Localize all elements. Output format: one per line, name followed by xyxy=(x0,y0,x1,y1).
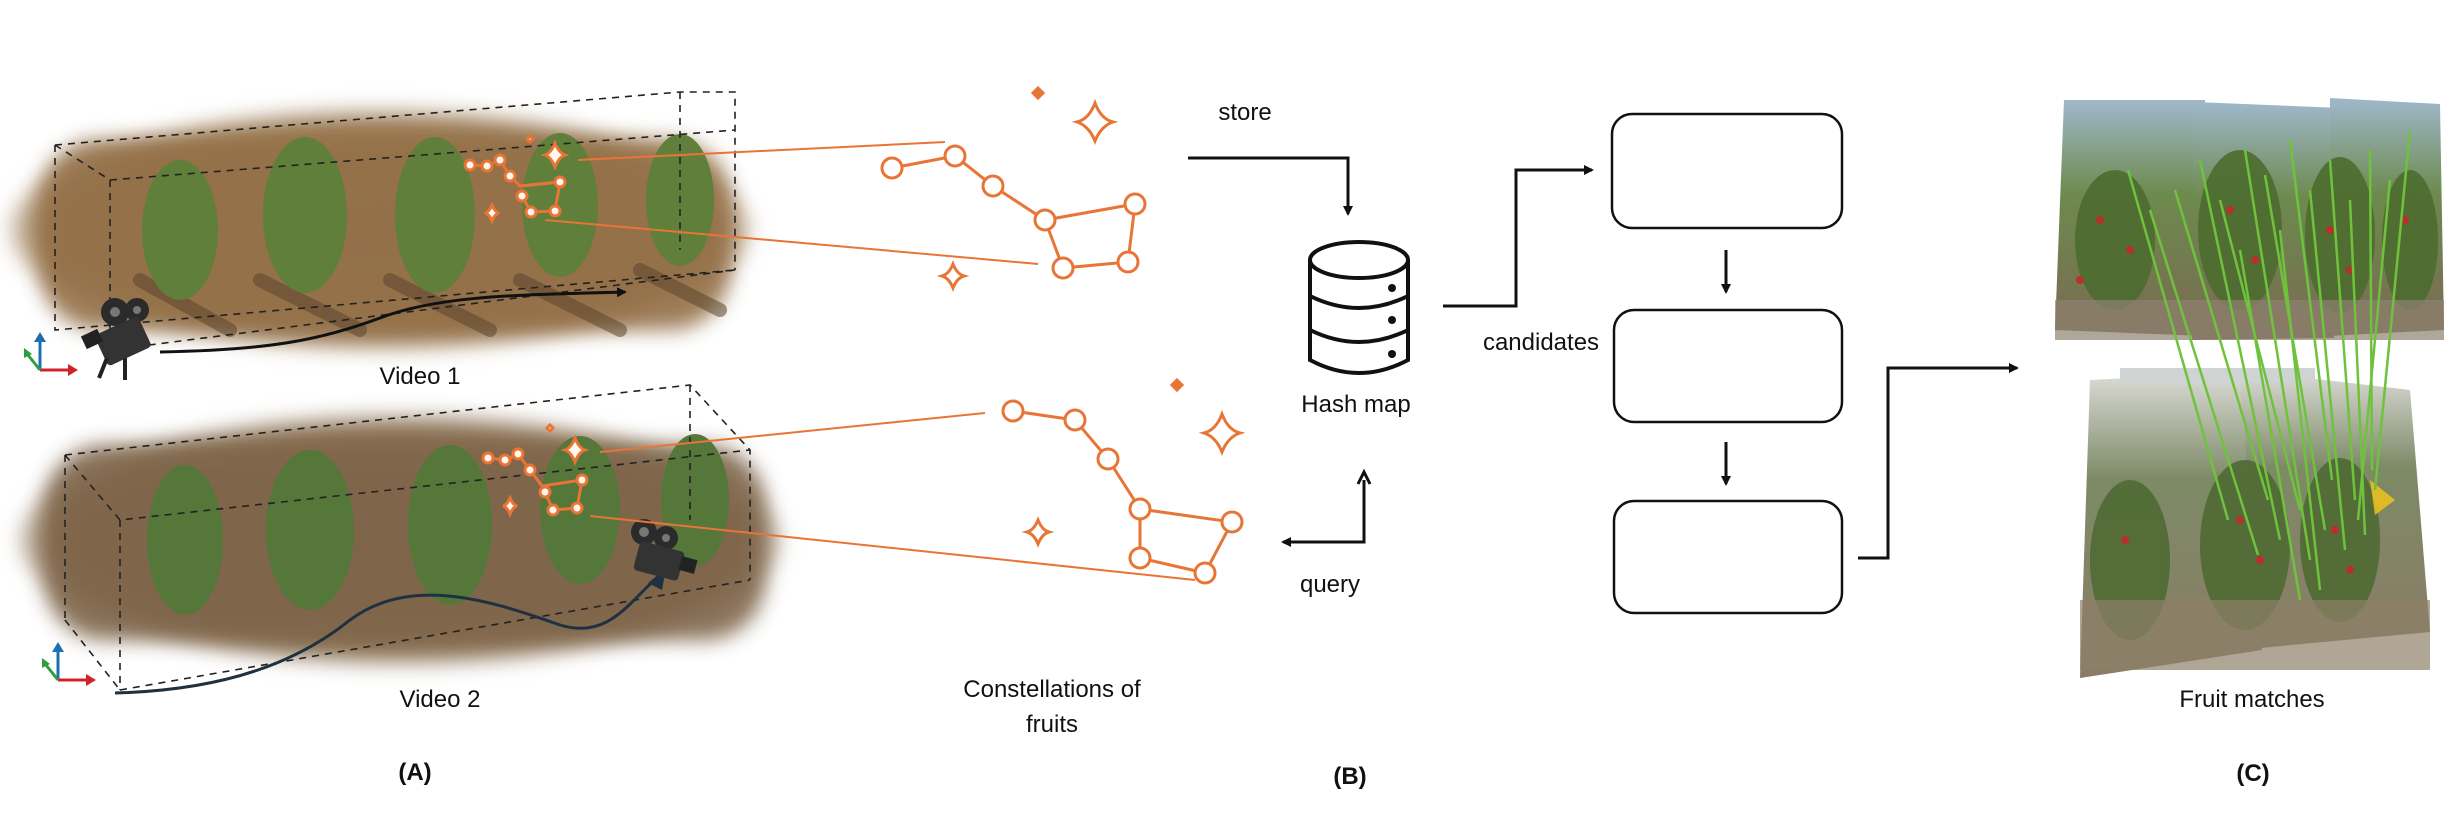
fruit-node xyxy=(1001,399,1025,423)
sparkle-icon xyxy=(484,201,500,225)
sparkle-icon xyxy=(1169,377,1185,393)
panel-c-label: (C) xyxy=(2236,760,2269,787)
bottom-photo-mosaic xyxy=(2080,368,2430,678)
sparkle-icon xyxy=(544,422,556,434)
sparkle-icon xyxy=(1071,98,1119,146)
sparkle-icon xyxy=(1021,515,1055,549)
database-icon xyxy=(1308,240,1410,375)
match-lines xyxy=(2126,129,2412,601)
candidates-arrow xyxy=(1443,165,1594,308)
video2-fruit-constellation xyxy=(481,422,590,518)
fruit-node xyxy=(981,174,1005,198)
pipeline-step-ransac xyxy=(1612,308,1844,424)
tree xyxy=(142,160,218,300)
panel-b-label: (B) xyxy=(1333,763,1366,790)
query-label: query xyxy=(1300,571,1360,598)
video2-axes-icon xyxy=(42,642,96,686)
hashmap-label: Hash map xyxy=(1301,391,1410,418)
fruit-node xyxy=(1220,510,1244,534)
constellation-1 xyxy=(880,85,1147,293)
sparkle-icon xyxy=(1030,85,1046,101)
fruit-node xyxy=(1096,447,1120,471)
movie-camera-icon xyxy=(80,298,151,380)
fruit-node xyxy=(1128,546,1152,570)
sparkle-icon xyxy=(1198,409,1246,457)
video2-camera-path xyxy=(114,573,661,695)
fruit-node xyxy=(1193,561,1217,585)
query-arrow-up-head xyxy=(1356,468,1372,485)
fruit-node xyxy=(1063,408,1087,432)
sparkle-icon xyxy=(936,259,970,293)
constellation-caption-line1: Constellations of xyxy=(963,676,1141,703)
video1-scene: Video 1 xyxy=(10,91,750,390)
sparkle-icon xyxy=(540,138,570,172)
fruit-node xyxy=(880,156,904,180)
candidates-label: candidates xyxy=(1483,329,1599,356)
fruit-node xyxy=(943,144,967,168)
video1-label: Video 1 xyxy=(380,363,461,390)
fruit-node xyxy=(1128,497,1152,521)
pipeline-step-max-clique xyxy=(1612,499,1844,615)
store-label: store xyxy=(1218,99,1271,126)
video1-camera-path xyxy=(159,287,627,354)
video1-bounding-box xyxy=(54,91,736,351)
output-arrow xyxy=(1858,363,2019,560)
video1-shadows xyxy=(133,263,727,337)
video1-axes-icon xyxy=(24,332,78,376)
sparkle-icon xyxy=(524,133,536,145)
constellation-caption-line2: fruits xyxy=(1026,711,1078,738)
fruit-node xyxy=(1123,192,1147,216)
video2-label: Video 2 xyxy=(400,686,481,713)
tree xyxy=(395,137,475,293)
fruit-node xyxy=(1116,250,1140,274)
tree xyxy=(147,465,223,615)
fruit-node xyxy=(1033,208,1057,232)
tree xyxy=(522,133,598,277)
query-arrow xyxy=(1281,480,1366,547)
video2-scene: Video 2 xyxy=(20,384,780,713)
fruit-node xyxy=(1051,256,1075,280)
panel-a-label: (A) xyxy=(398,759,431,786)
tree xyxy=(408,445,492,605)
constellation-2 xyxy=(1001,377,1246,585)
pipeline-step-hungarian xyxy=(1610,112,1844,230)
video2-trees xyxy=(147,434,729,615)
sparkle-icon xyxy=(560,433,590,467)
movie-camera-icon xyxy=(631,519,698,581)
video1-fruit-constellation xyxy=(463,133,570,225)
fruit-match-photos xyxy=(2055,98,2444,678)
video2-bounding-box xyxy=(64,384,751,691)
sparkle-icon xyxy=(502,494,518,518)
tree xyxy=(263,137,347,293)
tree xyxy=(661,434,729,566)
fruit-matches-caption: Fruit matches xyxy=(2179,686,2324,713)
tree xyxy=(266,450,354,610)
store-arrow xyxy=(1188,156,1353,216)
projection-lines xyxy=(544,141,1196,581)
